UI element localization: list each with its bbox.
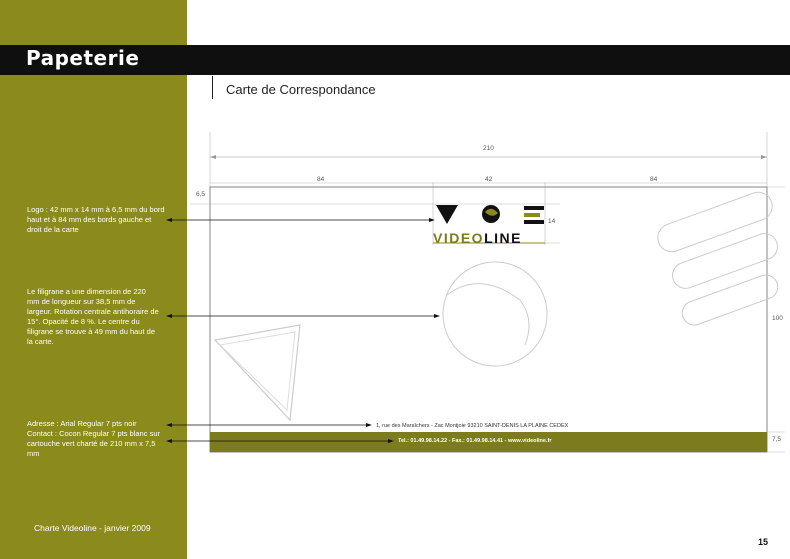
dimension-top-margin: 6,5 (196, 191, 206, 198)
brand-part1: VIDEO (433, 230, 485, 246)
dimension-center: 42 (485, 176, 493, 183)
brand-wordmark: VIDEOLINE (433, 230, 522, 246)
logo-v-icon (436, 205, 458, 224)
page-number: 15 (758, 537, 769, 547)
brand-part2: LINE (484, 230, 522, 246)
header-bar (0, 45, 790, 75)
watermark-note: Le filigrane a une dimension de 220 mm d… (27, 287, 159, 346)
footer-text: Charte Videoline - janvier 2009 (34, 523, 151, 533)
address-note: Adresse : Arial Regular 7 pts noir Conta… (27, 419, 160, 458)
dimension-band-height: 7,5 (772, 436, 782, 443)
address-line: 1, rue des Maraîchers - Zac Montjoie 932… (376, 423, 569, 429)
dimension-right: 84 (650, 176, 658, 183)
dimension-logo-height: 14 (548, 218, 556, 225)
contact-line: Tel.: 01.49.98.14.22 - Fax.: 01.49.98.14… (398, 438, 552, 444)
page-subtitle: Carte de Correspondance (226, 82, 376, 97)
dimension-total-width: 210 (483, 145, 494, 152)
subtitle-rule (212, 76, 213, 99)
section-title: Papeterie (26, 46, 140, 70)
logo-note: Logo : 42 mm x 14 mm à 6,5 mm du bord ha… (27, 205, 165, 234)
dimension-left: 84 (317, 176, 325, 183)
dimension-card-height: 100 (772, 315, 783, 322)
sidebar-panel (0, 0, 187, 559)
